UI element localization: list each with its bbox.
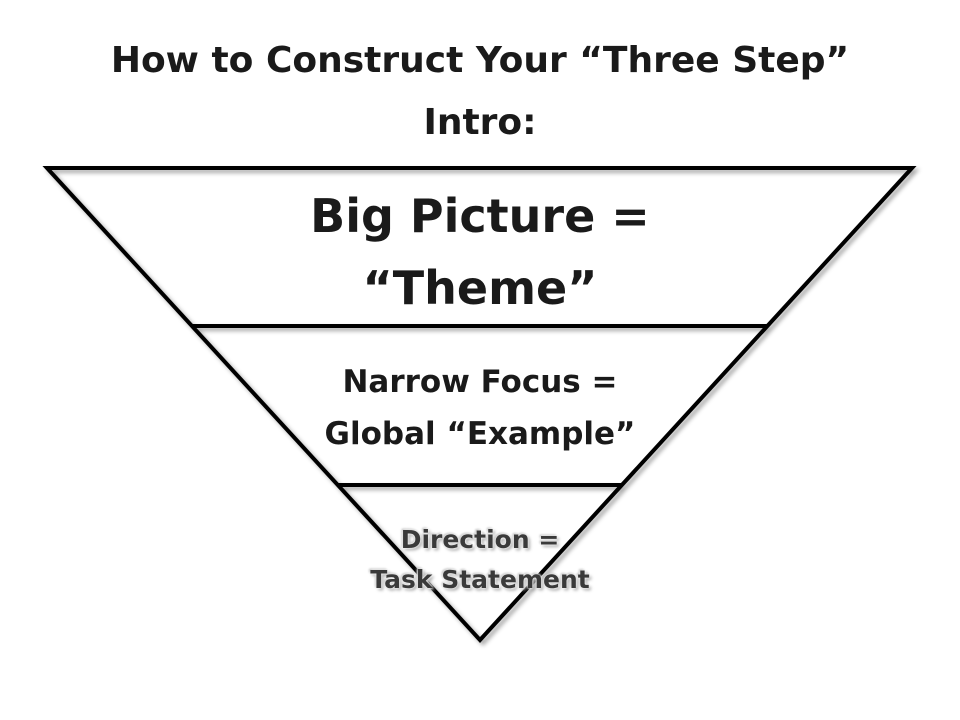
- layer-direction-line-2: Task Statement: [370, 565, 590, 594]
- layer-narrow-focus-line-2: Global “Example”: [324, 416, 636, 452]
- slide-title: How to Construct Your “Three Step” Intro…: [0, 30, 960, 154]
- layer-narrow-focus: Narrow Focus = Global “Example”: [0, 356, 960, 460]
- slide-title-line-1: How to Construct Your “Three Step”: [110, 40, 850, 81]
- slide-title-line-2: Intro:: [423, 102, 537, 143]
- layer-direction-line-1: Direction =: [400, 525, 560, 554]
- layer-big-picture-line-1: Big Picture =: [310, 189, 650, 243]
- triangle-outline: [42, 166, 917, 643]
- layer-direction: Direction = Task Statement: [0, 520, 960, 600]
- layer-big-picture: Big Picture = “Theme”: [0, 180, 960, 324]
- layer-narrow-focus-line-1: Narrow Focus =: [342, 364, 618, 400]
- layer-big-picture-line-2: “Theme”: [362, 261, 598, 315]
